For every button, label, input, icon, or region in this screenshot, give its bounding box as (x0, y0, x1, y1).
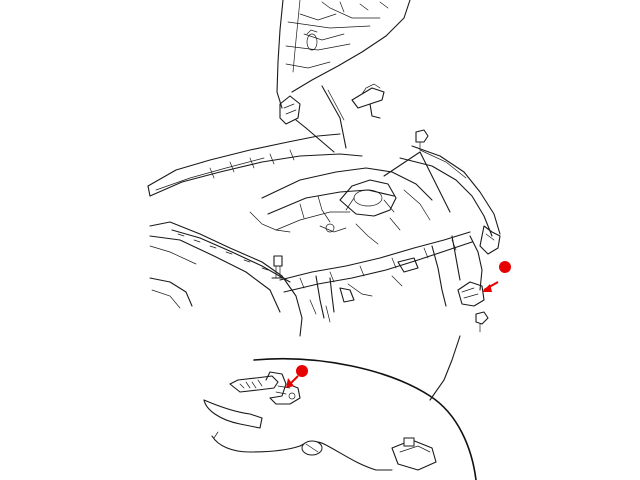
engine-bay (249, 167, 433, 245)
raised-hood (276, 0, 411, 109)
detail-connector (391, 437, 437, 471)
hood-hinge (279, 85, 347, 153)
left-fender (149, 221, 303, 337)
radiator-support (279, 231, 473, 323)
left-fender-mounting-rail (171, 229, 291, 283)
hood-latch (457, 281, 489, 333)
hood-prop-bracket (351, 83, 385, 119)
detail-latch-marker (296, 365, 308, 377)
detail-latch-arrow (286, 375, 299, 388)
leader-lines (383, 151, 451, 213)
latch-arrow (482, 281, 499, 292)
right-fender (399, 145, 501, 291)
cowl-panel (147, 133, 363, 197)
hood-clip (415, 129, 429, 151)
detail-latch-assembly (229, 371, 301, 405)
detail-release-cable (211, 431, 393, 471)
detail-callout (253, 335, 477, 480)
detail-latch-cable-guide (203, 399, 263, 429)
support-bolt (271, 255, 285, 279)
hood-latch-marker (499, 261, 511, 273)
